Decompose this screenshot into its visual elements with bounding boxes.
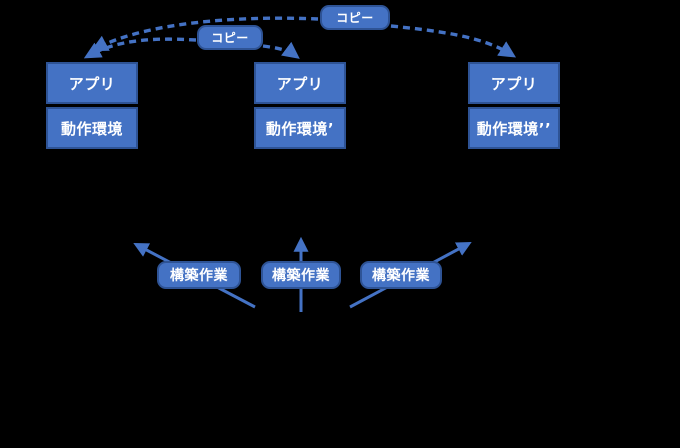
build-label-left[interactable]: 構築作業 bbox=[157, 261, 241, 289]
node-env-left[interactable]: 動作環境 bbox=[46, 107, 138, 149]
copy-edge-upper-to-right bbox=[390, 24, 517, 58]
node-app-middle[interactable]: アプリ bbox=[254, 62, 346, 104]
copy-label-lower[interactable]: コピー bbox=[197, 25, 263, 50]
node-stack-left: アプリ 動作環境 bbox=[46, 62, 138, 149]
copy-label-upper[interactable]: コピー bbox=[320, 5, 390, 30]
node-stack-middle: アプリ 動作環境’ bbox=[254, 62, 346, 149]
node-stack-right: アプリ 動作環境’’ bbox=[468, 62, 560, 149]
node-app-left[interactable]: アプリ bbox=[46, 62, 138, 104]
copy-edge-lower-to-middle bbox=[262, 41, 300, 59]
build-label-right[interactable]: 構築作業 bbox=[360, 261, 442, 289]
copy-edge-lower-to-left bbox=[83, 37, 197, 59]
copy-edge-upper-to-left bbox=[90, 16, 319, 52]
build-label-middle[interactable]: 構築作業 bbox=[261, 261, 341, 289]
node-env-middle[interactable]: 動作環境’ bbox=[254, 107, 346, 149]
node-app-right[interactable]: アプリ bbox=[468, 62, 560, 104]
node-env-right[interactable]: 動作環境’’ bbox=[468, 107, 560, 149]
